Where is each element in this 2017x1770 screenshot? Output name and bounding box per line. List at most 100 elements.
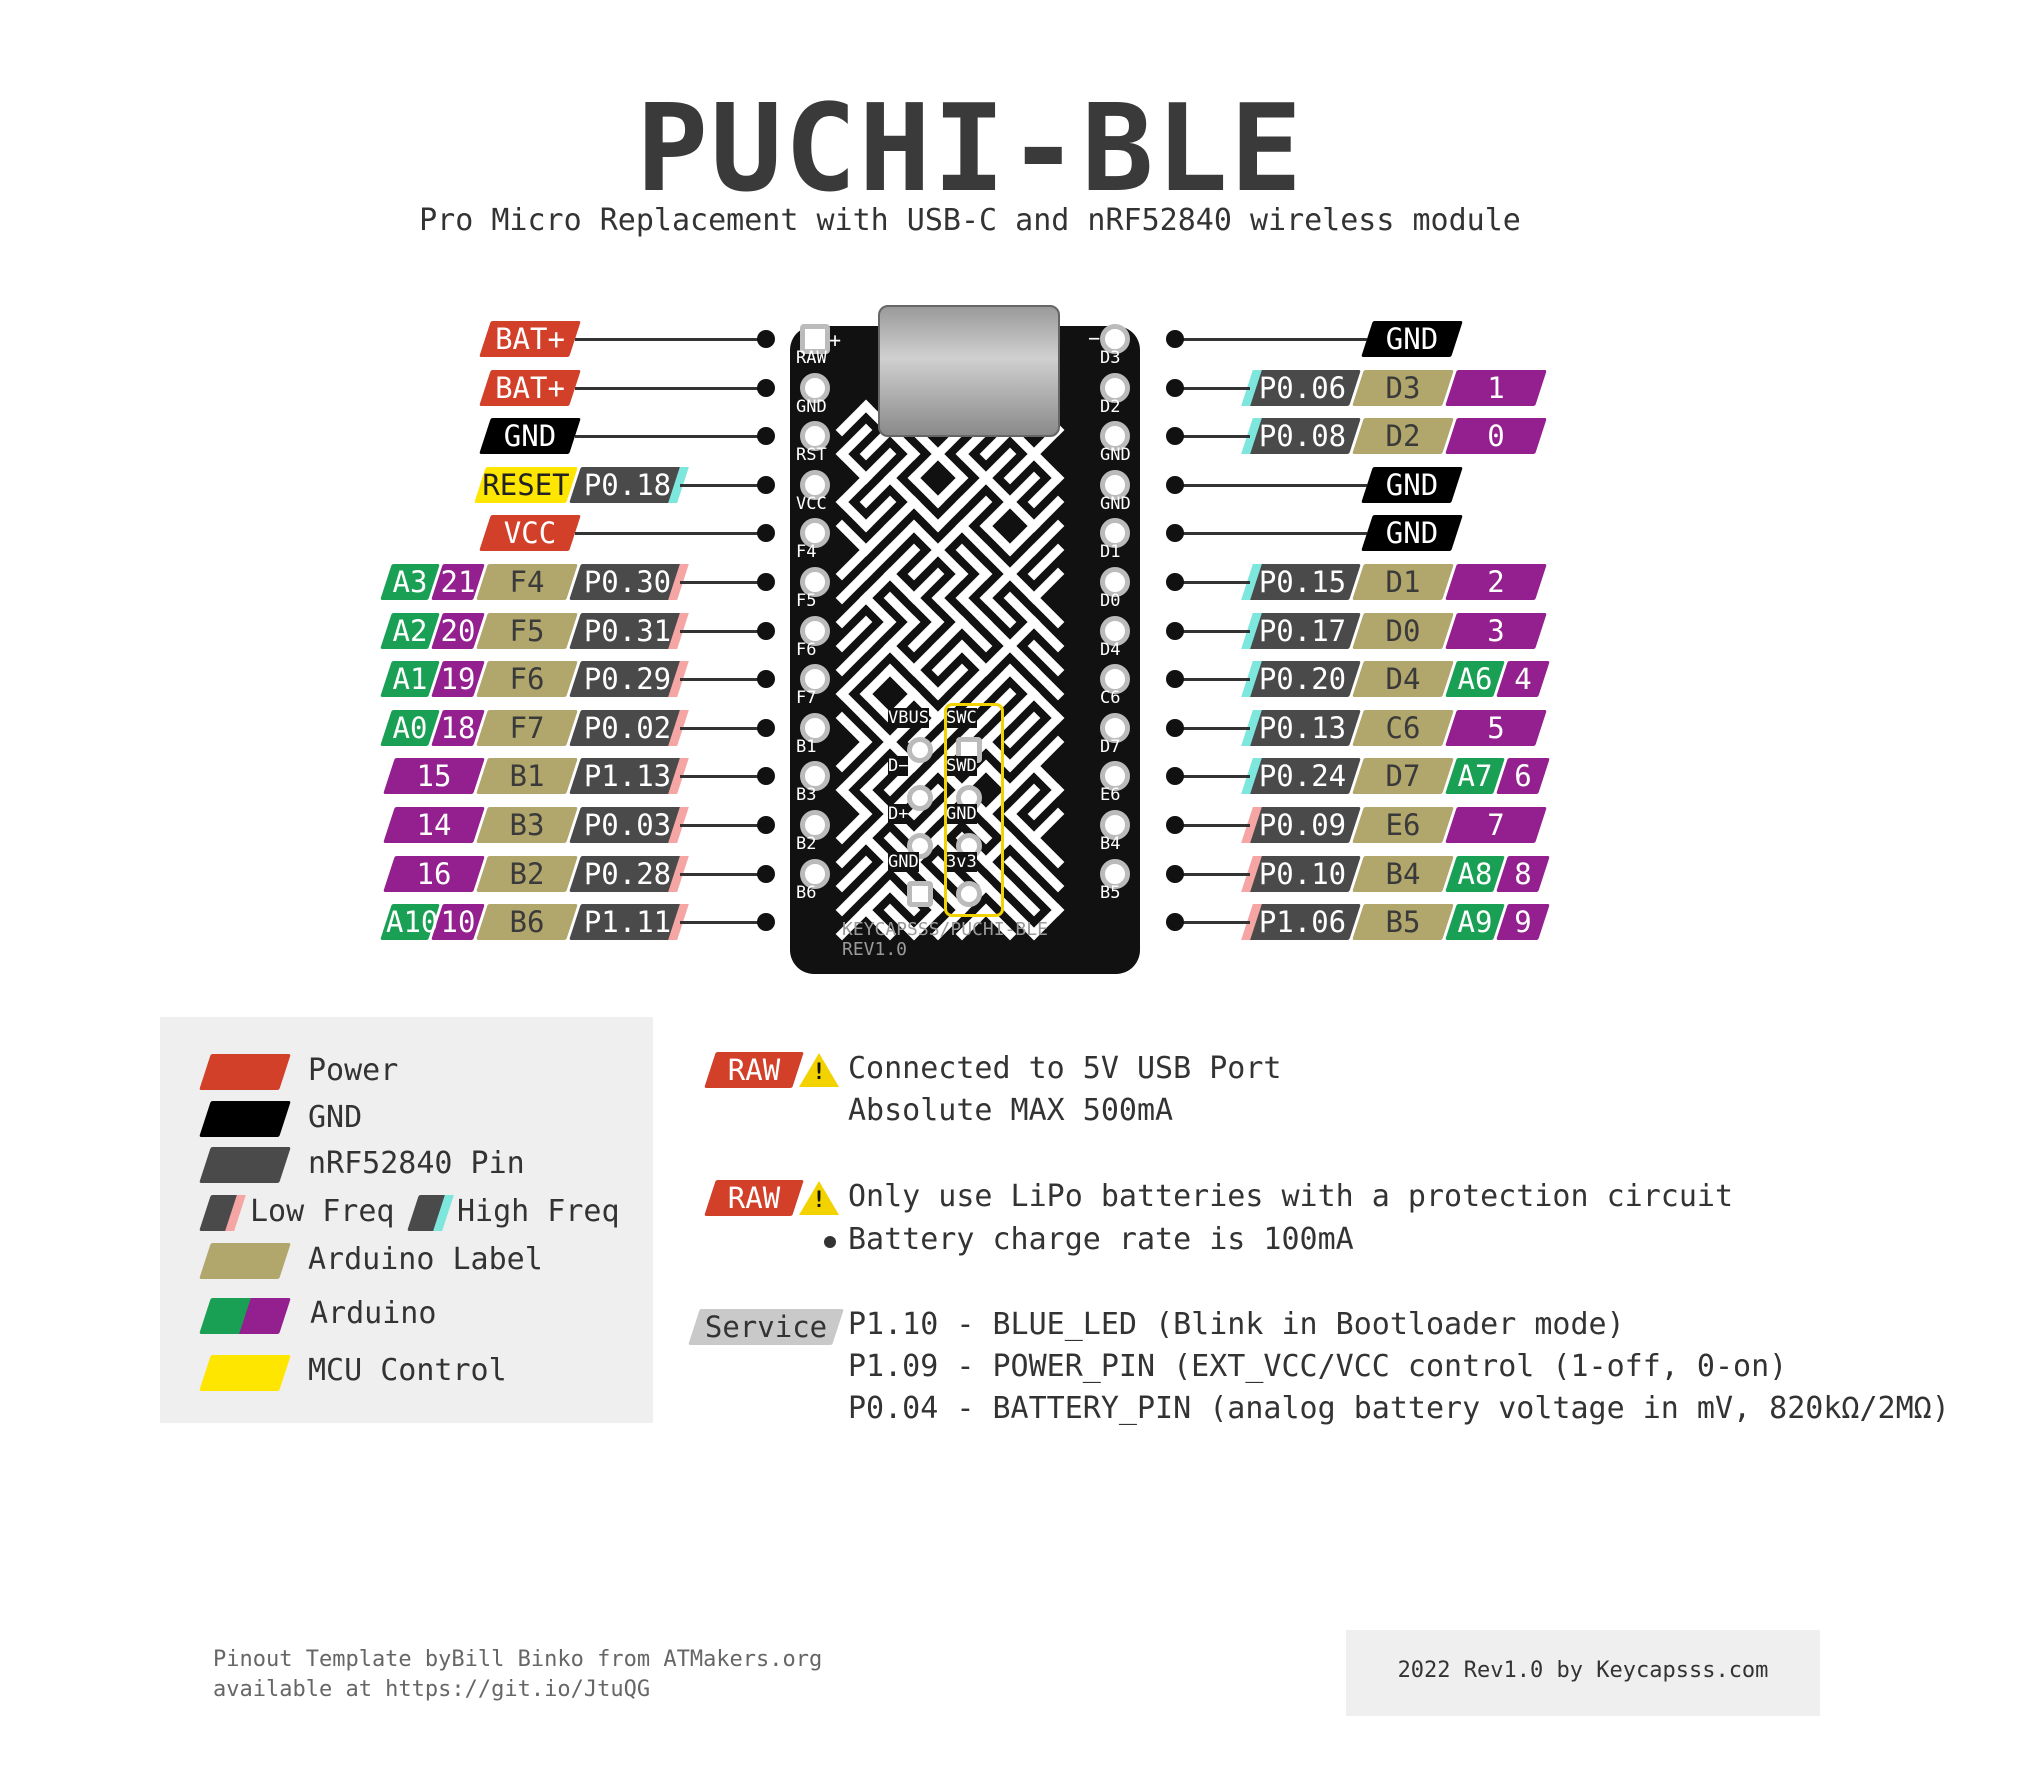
page-title: PUCHI-BLE <box>635 80 1305 219</box>
maze-segment <box>931 639 969 677</box>
maze-segment <box>931 519 969 557</box>
maze-segment <box>979 567 1017 605</box>
pin-dot <box>1166 378 1184 397</box>
maze-segment <box>1027 735 1065 773</box>
pin-hole <box>1100 421 1130 452</box>
pin-label-text: P0.18 <box>583 467 672 502</box>
maze-segment <box>979 447 1017 485</box>
pin-label-gnd: GND <box>479 418 581 455</box>
pin-label-text: D2 <box>1385 419 1421 454</box>
maze-segment <box>883 447 921 485</box>
pin-label-text: 7 <box>1487 808 1505 842</box>
maze-segment <box>979 519 1017 557</box>
maze-segment <box>1003 711 1041 749</box>
swd-hole <box>907 881 933 907</box>
pin-line <box>1175 532 1367 536</box>
pin-label-text: 3 <box>1487 613 1505 648</box>
maze-segment <box>859 519 897 557</box>
board-pin-label: B1 <box>796 736 817 757</box>
maze-segment <box>835 663 873 701</box>
pin-label-nrf: P0.13 <box>1241 709 1361 746</box>
maze-segment <box>835 423 873 461</box>
pin-label-green: A8 <box>1445 855 1505 892</box>
maze-segment <box>907 519 945 557</box>
pin-label-text: P0.29 <box>583 662 672 697</box>
pin-label-ard: B2 <box>476 855 578 892</box>
pin-label-power: BAT+ <box>479 321 581 357</box>
pin-line <box>680 678 765 682</box>
maze-segment <box>859 783 897 821</box>
board-pin-label: D0 <box>1100 591 1121 611</box>
pin-label-text: A1 <box>392 662 428 697</box>
maze-segment <box>907 639 945 677</box>
maze-segment <box>979 807 1017 845</box>
maze-segment <box>907 567 945 605</box>
pin-dot <box>1166 670 1184 689</box>
maze-segment <box>979 831 1017 869</box>
pin-label-green: A6 <box>1445 661 1505 698</box>
maze-segment <box>1003 615 1041 653</box>
pin-dot <box>1166 573 1184 591</box>
pin-hole <box>800 421 830 452</box>
pin-hole <box>1100 567 1130 597</box>
pin-label-text: P0.17 <box>1258 613 1347 648</box>
pin-label-nrf: P0.08 <box>1241 418 1361 455</box>
maze-segment <box>955 615 993 653</box>
bullet-icon <box>824 1236 836 1248</box>
raw-note-1-line2: Absolute MAX 500mA <box>848 1093 1174 1128</box>
maze-segment <box>1027 903 1065 941</box>
maze-segment <box>1027 471 1065 509</box>
pin-label-purpleW: 16 <box>383 855 485 892</box>
pin-label-green: A9 <box>1445 904 1505 941</box>
maze-segment <box>859 687 897 725</box>
maze-segment <box>835 879 873 917</box>
pin-dot <box>1166 913 1184 932</box>
service-note-2: P1.09 - POWER_PIN (EXT_VCC/VCC control (… <box>848 1349 1788 1384</box>
pin-label-text: D4 <box>1385 662 1421 697</box>
board-pin-label: D1 <box>1100 542 1121 563</box>
maze-segment <box>835 783 873 821</box>
board-pin-label: F6 <box>796 639 817 660</box>
legend-swatch-power <box>199 1054 291 1090</box>
maze-segment <box>835 759 873 797</box>
pin-line <box>1175 435 1250 439</box>
pin-label-text: F5 <box>509 613 545 648</box>
legend-low-freq: Low Freq <box>250 1194 395 1229</box>
pin-label-ard: C6 <box>1352 709 1454 746</box>
service-tag: Service <box>688 1309 844 1345</box>
board-pin-label: D4 <box>1100 639 1121 660</box>
swd-right-label: SWD <box>946 756 977 776</box>
board-pin-label: D7 <box>1100 736 1121 757</box>
pin-hole <box>800 469 830 500</box>
board-pin-label: B4 <box>1100 834 1121 854</box>
warning-mark: ! <box>812 1188 826 1213</box>
pin-hole <box>1100 615 1130 646</box>
pin-line <box>1175 338 1367 341</box>
maze-segment <box>1027 783 1065 821</box>
pin-label-text: BAT+ <box>495 322 565 356</box>
pin-line <box>680 483 765 487</box>
pin-label-text: P0.30 <box>583 565 672 599</box>
pin-label-nrf: P0.28 <box>569 855 689 892</box>
maze-segment <box>835 855 873 893</box>
pin-label-nrf: P1.06 <box>1241 904 1361 941</box>
board-pin-label: D3 <box>1100 348 1121 368</box>
service-note-3: P0.04 - BATTERY_PIN (analog battery volt… <box>848 1391 1950 1426</box>
pin-label-ard: B4 <box>1352 855 1454 892</box>
pin-label-text: B2 <box>509 856 545 891</box>
maze-pattern <box>835 399 1065 941</box>
pin-label-text: P0.13 <box>1258 710 1347 745</box>
maze-segment <box>859 807 897 845</box>
maze-segment <box>1027 639 1065 677</box>
pin-label-text: A3 <box>392 565 428 599</box>
pin-label-ard: D2 <box>1352 418 1454 455</box>
pin-label-purpleW: 7 <box>1445 807 1547 843</box>
pin-label-text: D7 <box>1385 759 1421 794</box>
swd-left-label: D+ <box>888 804 909 824</box>
pin-label-text: 9 <box>1514 905 1532 940</box>
silk-line-2: REV1.0 <box>842 939 908 960</box>
legend-swatch-arduino <box>199 1298 291 1334</box>
pin-label-text: D3 <box>1385 370 1421 405</box>
pin-dot <box>1166 816 1184 834</box>
pin-label-purple: 6 <box>1496 758 1550 795</box>
